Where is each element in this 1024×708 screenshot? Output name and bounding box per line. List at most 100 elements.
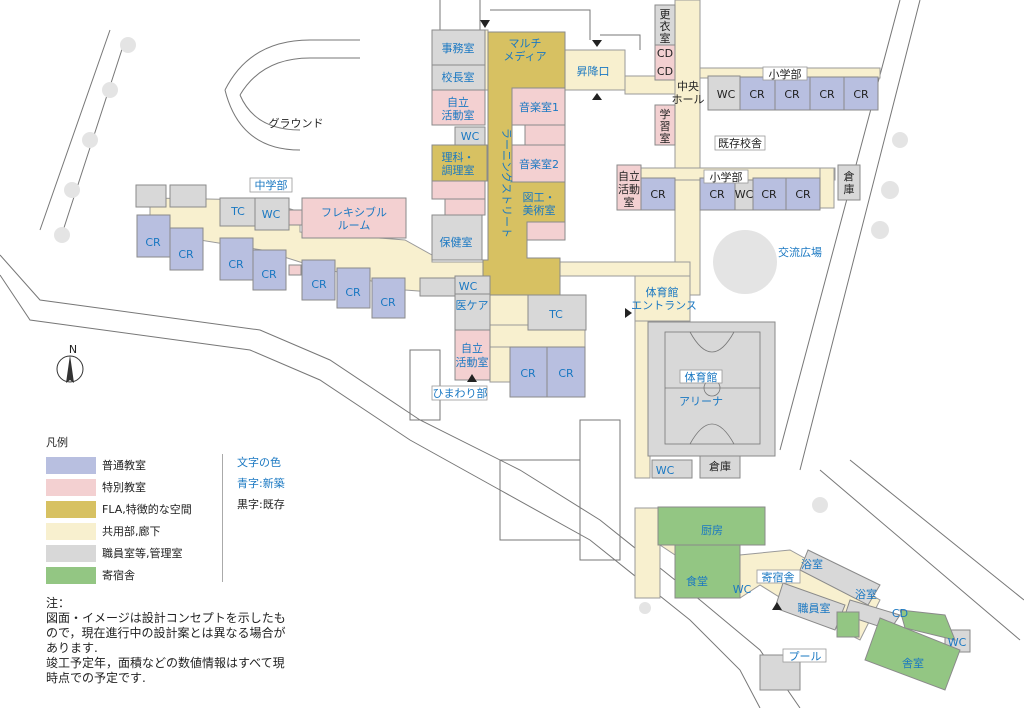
room-label: 室 [660,31,671,45]
room-label: 自立 [618,169,640,183]
room-label: WC [262,208,281,221]
legend-item: 普通教室 [46,454,192,476]
room-label: 既存校舎 [718,136,762,150]
legend-item: 特別教室 [46,476,192,498]
room-label: 更 [660,8,671,21]
room-label: TC [548,308,563,321]
room-label: 庫 [844,182,855,196]
note-title: 注： [46,596,71,610]
room-label: WC [717,88,736,101]
room-label: 自立 [447,95,469,109]
room-label: 調理室 [442,163,475,177]
room-label: 学 [660,107,671,121]
room-label: WC [735,188,754,201]
room-label: 職員室 [798,601,831,615]
room-label: 理科・ [442,150,475,164]
room-label: WC [459,280,478,293]
room-label: 小学部 [769,67,802,81]
room-label: エントランス [631,299,697,312]
note-line: 竣工予定年，面積などの数値情報はすべて現時点での予定です. [46,656,285,685]
entrance-markers [467,20,782,610]
room-label: CR [380,296,396,309]
legend-item: 寄宿舎 [46,564,192,586]
admin-rooms [135,4,971,691]
room-label: 交流広場 [778,245,822,259]
room-label: 体育館 [646,285,679,299]
room-labels: グラウンド 事務室 校長室 マルチ メディア 昇降口 自立 活動室 音楽室1 W… [145,8,966,670]
room-label: WC [656,464,675,477]
room-label: マルチ [509,37,542,50]
room-label: CR [853,88,869,101]
room-label: 厨房 [701,524,723,537]
room-label: 音楽室2 [519,157,559,171]
room-label: 図工・ [523,191,556,204]
room-label: 美術室 [523,203,556,217]
ground-label: グラウンド [269,116,324,130]
room-label: 活動室 [442,108,475,122]
room-label: ラーニングストリート [500,128,514,238]
room-label: CR [749,88,765,101]
room-label: 体育館 [685,370,718,384]
room-label: CR [261,268,277,281]
room-label: CD [657,47,673,60]
room-label: 自立 [461,341,483,355]
room-label: CR [819,88,835,101]
room-label: WC [733,583,752,596]
room-label: 小学部 [710,170,743,184]
text-color-legend: 文字の色 青字:新築 黒字:既存 [222,454,285,582]
legend-item: 職員室等,管理室 [46,542,192,564]
trees [54,37,908,614]
room-label: CR [784,88,800,101]
room-label: CR [520,367,536,380]
room-label: 浴室 [801,557,823,571]
room-label: フレキシブル [321,205,387,219]
room-label: TC [230,205,245,218]
room-label: ひまわり部 [433,386,488,400]
room-label: CR [311,278,327,291]
room-label: 衣 [660,19,671,33]
room-label: CR [795,188,811,201]
room-label: 習 [660,120,671,133]
room-label: CD [892,607,908,620]
room-label: 医ケア [456,299,489,312]
room-label: WC [461,130,480,143]
room-label: 校長室 [442,70,475,84]
note-line: 図面・イメージは設計コンセプトを示したもので，現在進行中の設計案とは異なる場合が… [46,611,286,655]
legend-title: 凡例 [46,436,68,449]
text-color-existing: 黒字:既存 [237,498,285,511]
room-label: 活動室 [456,355,489,369]
room-label: CR [761,188,777,201]
room-label: CR [345,286,361,299]
room-label: 倉 [844,169,855,183]
room-label: 食堂 [686,574,708,588]
room-label: 室 [660,131,671,145]
room-label: WC [948,636,967,649]
room-label: 音楽室1 [519,100,559,114]
room-label: 舎室 [902,656,924,670]
room-label: メディア [503,49,546,63]
room-label: 室 [624,195,635,209]
room-label: 保健室 [440,235,473,249]
north-arrow-icon: N [56,343,84,383]
room-label: CD [657,65,673,78]
legend-item: FLA,特徴的な空間 [46,498,192,520]
room-label: 中学部 [255,178,288,192]
room-label: CR [558,367,574,380]
note: 注： 図面・イメージは設計コンセプトを示したもので，現在進行中の設計案とは異なる… [46,596,286,686]
room-label: 寄宿舎 [762,570,795,584]
room-label: ホール [672,93,705,106]
room-label: ルーム [338,219,371,232]
basketball-court [664,331,761,445]
room-label: 活動 [618,182,640,196]
room-label: 倉庫 [709,459,731,473]
dormitory-rooms [657,506,961,691]
room-label: 事務室 [442,41,475,55]
room-label: 昇降口 [577,64,610,78]
room-label: 浴室 [855,587,877,601]
legend: 凡例 普通教室 特別教室 FLA,特徴的な空間 共用部,廊下 職員室等,管理室 … [46,434,192,586]
room-label: CR [650,188,666,201]
text-color-title: 文字の色 [237,456,281,469]
room-label: CR [178,248,194,261]
